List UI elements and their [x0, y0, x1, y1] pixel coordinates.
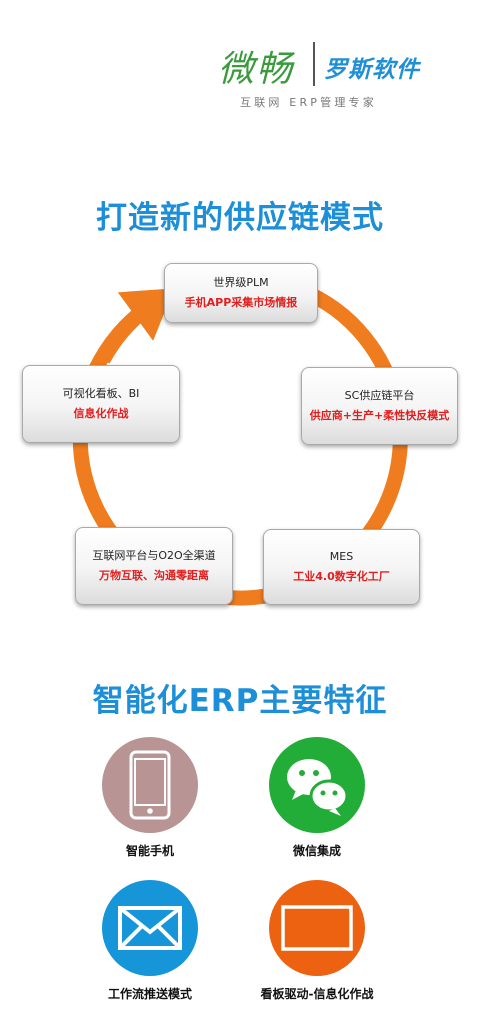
node-sc-platform: SC供应链平台 供应商+生产+柔性快反模式 — [301, 367, 458, 445]
smartphone-feature-circle — [102, 737, 198, 833]
node-o2o-title: 互联网平台与O2O全渠道 — [92, 549, 216, 562]
envelope-feature-circle — [102, 880, 198, 976]
board-feature-circle — [269, 880, 365, 976]
workflow-push-label: 工作流推送模式 — [107, 987, 192, 1001]
node-mes: MES 工业4.0数字化工厂 — [263, 529, 420, 605]
logo-script-text: 微畅 — [218, 49, 295, 90]
node-mes-subtitle: 工业4.0数字化工厂 — [293, 570, 390, 583]
logo-divider — [313, 42, 315, 86]
node-bi-subtitle: 信息化作战 — [73, 407, 129, 420]
wechat-feature-circle — [269, 737, 365, 833]
envelope-icon — [118, 906, 182, 950]
node-o2o: 互联网平台与O2O全渠道 万物互联、沟通零距离 — [75, 527, 233, 605]
node-o2o-subtitle: 万物互联、沟通零距离 — [99, 569, 209, 582]
node-bi-title: 可视化看板、BI — [62, 387, 140, 400]
node-sc-title: SC供应链平台 — [344, 389, 415, 402]
node-sc-subtitle: 供应商+生产+柔性快反模式 — [309, 409, 450, 422]
node-mes-title: MES — [329, 550, 354, 563]
board-icon — [281, 905, 353, 951]
wechat-label: 微信集成 — [292, 844, 341, 858]
node-plm-subtitle: 手机APP采集市场情报 — [184, 296, 298, 309]
erp-features-title: 智能化ERP主要特征 — [92, 683, 388, 719]
node-bi: 可视化看板、BI 信息化作战 — [22, 365, 180, 443]
ring-arrow — [96, 288, 175, 364]
kanban-label: 看板驱动-信息化作战 — [260, 987, 374, 1001]
supply-chain-title: 打造新的供应链模式 — [96, 200, 384, 236]
node-plm-title: 世界级PLM — [213, 276, 269, 289]
smartphone-icon — [129, 750, 171, 820]
logo-brand-text: 罗斯软件 — [324, 57, 420, 83]
wechat-icon — [287, 759, 349, 816]
logo-tagline: 互联网 ERP管理专家 — [240, 96, 377, 109]
node-plm: 世界级PLM 手机APP采集市场情报 — [164, 263, 318, 323]
smartphone-label: 智能手机 — [125, 844, 174, 858]
